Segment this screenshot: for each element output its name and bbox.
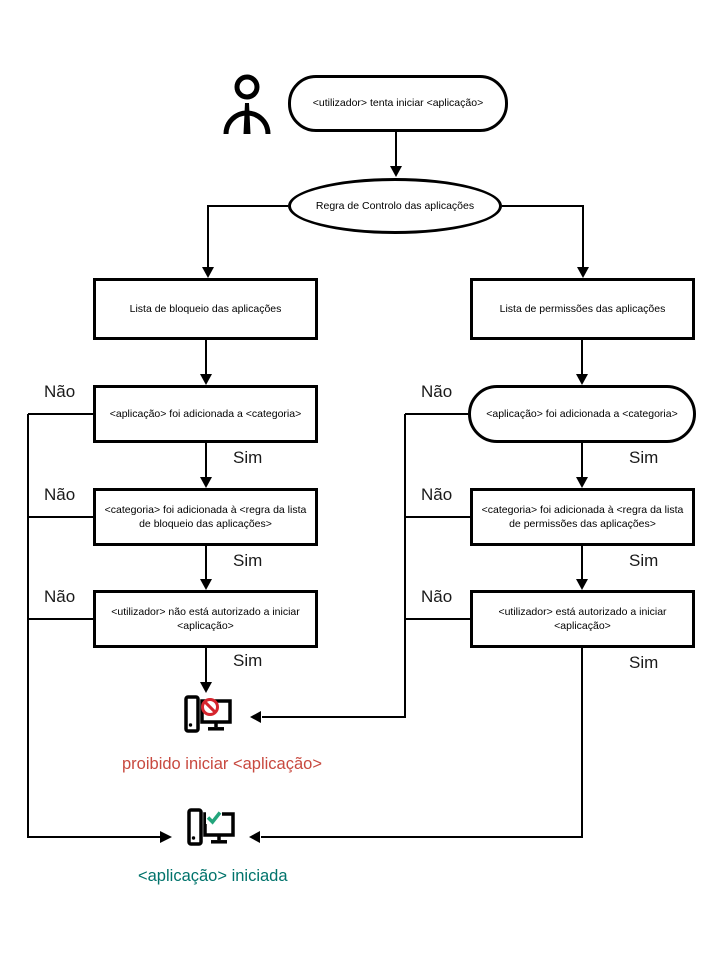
edge-label-no: Não (44, 382, 76, 401)
node-allow-app-added-label: <aplicação> foi adicionada a <categoria> (486, 407, 678, 420)
node-blocklist: Lista de bloqueio das aplicações (93, 278, 318, 340)
node-block-category-added-label: <categoria> foi adicionada à <regra da l… (104, 503, 307, 530)
node-block-app-added: <aplicação> foi adicionada a <categoria> (93, 385, 318, 443)
node-block-category-added: <categoria> foi adicionada à <regra da l… (93, 488, 318, 546)
node-user-authorized-label: <utilizador> está autorizado a iniciar <… (498, 605, 667, 632)
edge-label-no: Não (421, 587, 453, 606)
edge-label-yes: Sim (629, 448, 659, 467)
user-icon (223, 74, 271, 135)
started-outcome-caption: <aplicação> iniciada (138, 867, 288, 885)
edge-label-no: Não (44, 485, 76, 504)
node-control-rule-label: Regra de Controlo das aplicações (315, 199, 475, 212)
node-user-authorized: <utilizador> está autorizado a iniciar <… (470, 590, 695, 648)
edge-label-yes: Sim (629, 653, 659, 672)
node-block-app-added-label: <aplicação> foi adicionada a <categoria> (109, 407, 302, 420)
node-allowlist-label: Lista de permissões das aplicações (499, 302, 666, 315)
computer-blocked-icon (184, 695, 232, 733)
edge-label-yes: Sim (233, 448, 263, 467)
node-allow-category-added-label: <categoria> foi adicionada à <regra da l… (481, 503, 684, 530)
edge-label-yes: Sim (233, 551, 263, 570)
edge-label-yes: Sim (233, 651, 263, 670)
edge-label-no: Não (421, 382, 453, 401)
node-user-not-authorized: <utilizador> não está autorizado a inici… (93, 590, 318, 648)
node-user-not-authorized-label: <utilizador> não está autorizado a inici… (111, 605, 300, 632)
node-allow-app-added: <aplicação> foi adicionada a <categoria> (468, 385, 696, 443)
edge-label-yes: Sim (629, 551, 659, 570)
edge-label-no: Não (44, 587, 76, 606)
blocked-outcome-caption: proibido iniciar <aplicação> (122, 755, 322, 773)
node-control-rule: Regra de Controlo das aplicações (288, 178, 502, 234)
node-start: <utilizador> tenta iniciar <aplicação> (288, 75, 508, 132)
node-start-label: <utilizador> tenta iniciar <aplicação> (312, 97, 484, 110)
node-blocklist-label: Lista de bloqueio das aplicações (129, 302, 282, 315)
node-allow-category-added: <categoria> foi adicionada à <regra da l… (470, 488, 695, 546)
edge-label-no: Não (421, 485, 453, 504)
computer-started-icon (187, 808, 235, 846)
node-allowlist: Lista de permissões das aplicações (470, 278, 695, 340)
